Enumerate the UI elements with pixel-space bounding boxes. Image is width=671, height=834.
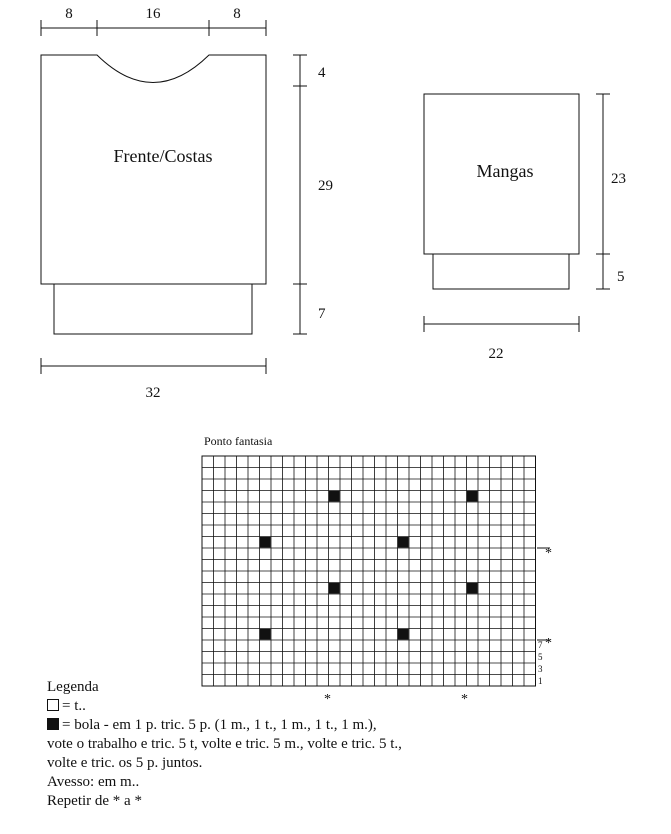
repeat-marker-right-bottom: * bbox=[545, 636, 552, 651]
front-back-height-neck: 4 bbox=[318, 65, 326, 81]
empty-square-icon bbox=[47, 699, 59, 711]
legend-wrong-side: Avesso: em m.. bbox=[47, 774, 140, 790]
front-back-top-width-right: 8 bbox=[233, 6, 241, 22]
legend-knit-text: = t.. bbox=[62, 698, 86, 714]
row-number-3: 3 bbox=[538, 664, 543, 674]
front-back-label: Frente/Costas bbox=[114, 146, 213, 166]
front-back-height-body: 29 bbox=[318, 178, 333, 194]
repeat-marker-right-top: * bbox=[545, 546, 552, 561]
sleeve-body-outline bbox=[423, 93, 580, 255]
front-back-height-dimension bbox=[293, 54, 307, 335]
bobble-stitch-cell bbox=[329, 583, 340, 594]
sleeve-label: Mangas bbox=[477, 161, 534, 181]
sleeve-height-body: 23 bbox=[611, 171, 626, 187]
bobble-stitch-cell bbox=[260, 537, 271, 548]
row-number-1: 1 bbox=[538, 676, 543, 686]
repeat-marker-bottom-left: * bbox=[324, 692, 331, 707]
sleeve-piece bbox=[423, 93, 580, 290]
sleeve-height-dimension bbox=[596, 93, 610, 290]
row-number-7: 7 bbox=[538, 640, 543, 650]
row-number-5: 5 bbox=[538, 652, 543, 662]
front-back-top-width-middle: 16 bbox=[146, 6, 162, 22]
stitch-chart-grid bbox=[201, 455, 536, 687]
bobble-stitch-cell bbox=[398, 537, 409, 548]
sleeve-cuff bbox=[432, 253, 570, 290]
legend-bobble-line-1: = bola - em 1 p. tric. 5 p. (1 m., 1 t.,… bbox=[62, 717, 377, 733]
sleeve-bottom-dimension bbox=[423, 316, 580, 332]
bobble-stitch-cell bbox=[329, 491, 340, 502]
front-back-bottom-width: 32 bbox=[146, 385, 161, 401]
legend-title: Legenda bbox=[47, 679, 99, 695]
legend-bobble-line-3: volte e tric. os 5 p. juntos. bbox=[47, 755, 203, 771]
front-back-ribbing bbox=[53, 283, 253, 335]
front-back-bottom-dimension bbox=[40, 358, 267, 374]
row-repeat-lines bbox=[537, 547, 550, 641]
legend: Legenda = t.. = bola - em 1 p. tric. 5 p… bbox=[47, 678, 647, 811]
chart-title: Ponto fantasia bbox=[204, 434, 273, 448]
front-back-top-dimension bbox=[40, 20, 267, 36]
front-back-body-outline bbox=[40, 54, 267, 285]
bobble-stitch-cell bbox=[398, 629, 409, 640]
sleeve-height-cuff: 5 bbox=[617, 269, 625, 285]
bobble-stitch-cell bbox=[260, 629, 271, 640]
legend-repeat: Repetir de * a * bbox=[47, 793, 142, 809]
filled-square-icon bbox=[47, 718, 59, 730]
bobble-stitch-cell bbox=[467, 491, 478, 502]
front-back-height-ribbing: 7 bbox=[318, 306, 326, 322]
legend-knit-row: = t.. bbox=[47, 697, 647, 716]
sleeve-bottom-width: 22 bbox=[489, 346, 504, 362]
legend-bobble-row: = bola - em 1 p. tric. 5 p. (1 m., 1 t.,… bbox=[47, 716, 647, 735]
legend-bobble-line-2: vote o trabalho e tric. 5 t, volte e tri… bbox=[47, 736, 402, 752]
front-back-piece bbox=[40, 54, 267, 335]
repeat-marker-bottom-right: * bbox=[461, 692, 468, 707]
front-back-top-width-left: 8 bbox=[65, 6, 73, 22]
bobble-stitch-cell bbox=[467, 583, 478, 594]
